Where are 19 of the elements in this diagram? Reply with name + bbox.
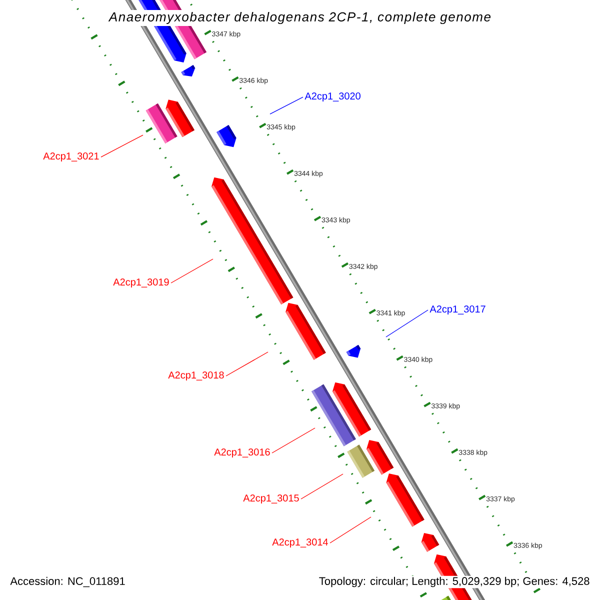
- leader-line: [226, 352, 268, 376]
- gene-label: A2cp1_3014: [272, 538, 328, 548]
- leader-line: [300, 474, 344, 500]
- gene-label: A2cp1_3015: [243, 494, 299, 504]
- leader-line: [330, 516, 372, 544]
- leader-line: [170, 258, 214, 284]
- title: Anaeromyxobacter dehalogenans 2CP-1, complete genome: [106, 10, 494, 26]
- accession-label: Accession: NC_011891: [9, 576, 126, 588]
- gene-label: A2cp1_3021: [43, 152, 99, 162]
- leader-line: [100, 134, 144, 158]
- leader-line: [270, 96, 304, 114]
- genome-info-label: Topology: circular; Length: 5,029,329 bp; Genes: 4,528: [318, 576, 591, 588]
- leader-line: [386, 310, 428, 338]
- gene-label: A2cp1_3020: [304, 92, 360, 102]
- gene-label: A2cp1_3018: [168, 371, 224, 381]
- gene-label: A2cp1_3017: [430, 305, 486, 315]
- leader-line: [272, 428, 316, 454]
- gene-label: A2cp1_3016: [214, 448, 270, 458]
- gene-label: A2cp1_3019: [113, 278, 169, 288]
